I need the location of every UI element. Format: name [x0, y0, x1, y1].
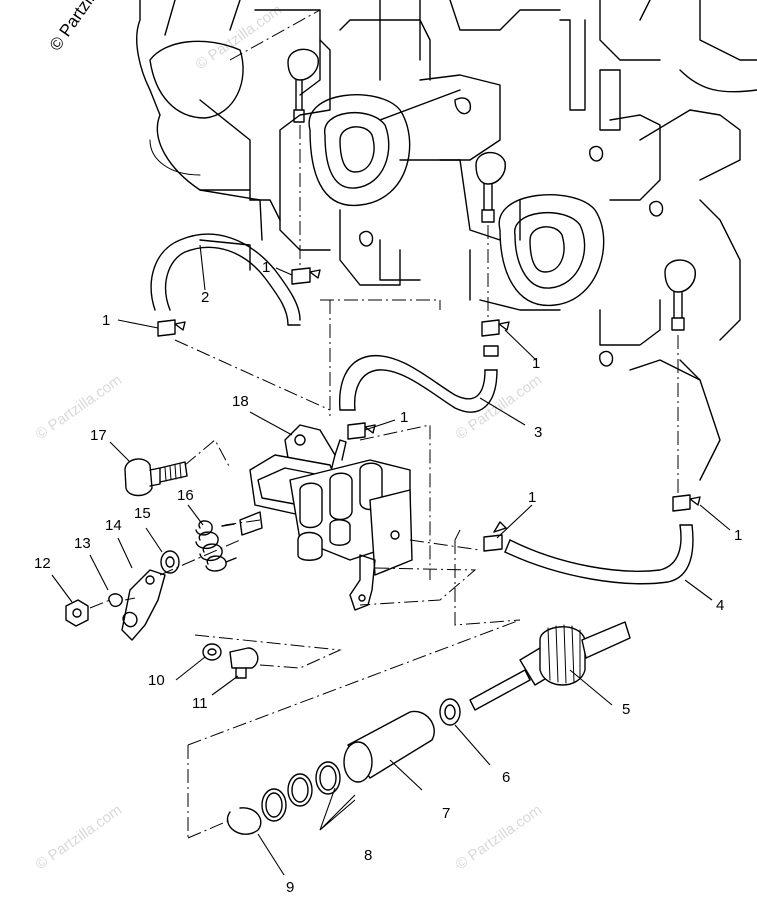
callout-13: 13: [74, 535, 91, 552]
callout-12: 12: [34, 555, 51, 572]
callout-1: 1: [528, 489, 536, 506]
watermark-text: © Partzilla.com: [453, 371, 546, 443]
watermark-text: © Partzilla.com: [33, 371, 126, 443]
callout-3: 3: [534, 424, 542, 441]
oil-lines: [150, 233, 694, 585]
callout-16: 16: [177, 487, 194, 504]
callout-1: 1: [400, 409, 408, 426]
callout-4: 4: [716, 597, 724, 614]
leader-lines: [51, 244, 731, 876]
hose-clamps: [157, 267, 701, 552]
oil-fittings: [287, 48, 696, 331]
watermark-text: © Partzilla.com: [453, 801, 546, 873]
callout-14: 14: [105, 517, 122, 534]
callout-1: 1: [262, 259, 270, 276]
callout-8: 8: [364, 847, 372, 864]
spring-16: [195, 520, 237, 572]
callout-5: 5: [622, 701, 630, 718]
watermark-text: © Partzilla.com: [193, 1, 286, 73]
callout-15: 15: [134, 505, 151, 522]
shaft-parts: [226, 698, 461, 835]
washer-screw: [202, 643, 259, 679]
callout-1: 1: [102, 312, 110, 329]
small-parts: [65, 550, 180, 641]
engine-block: [136, 0, 757, 481]
drive-gear-5: [469, 621, 631, 711]
callout-18: 18: [232, 393, 249, 410]
callout-17: 17: [90, 427, 107, 444]
callout-11: 11: [192, 695, 208, 712]
callout-7: 7: [442, 805, 450, 822]
copyright-label: © Partzilla.com: [46, 0, 127, 54]
assembly-lines: [89, 9, 679, 839]
oil-pump: [239, 424, 413, 611]
watermark-text: © Partzilla.com: [33, 801, 126, 873]
callout-6: 6: [502, 769, 510, 786]
callout-2: 2: [201, 289, 209, 306]
callout-labels: 1 1 2 1 1 3 18 17 16 15 14 13 12 1 1 4 1…: [34, 259, 742, 896]
callout-1: 1: [734, 527, 742, 544]
callout-10: 10: [148, 672, 165, 689]
callout-1: 1: [532, 355, 540, 372]
callout-9: 9: [286, 879, 294, 896]
bolt-17: [124, 458, 188, 497]
